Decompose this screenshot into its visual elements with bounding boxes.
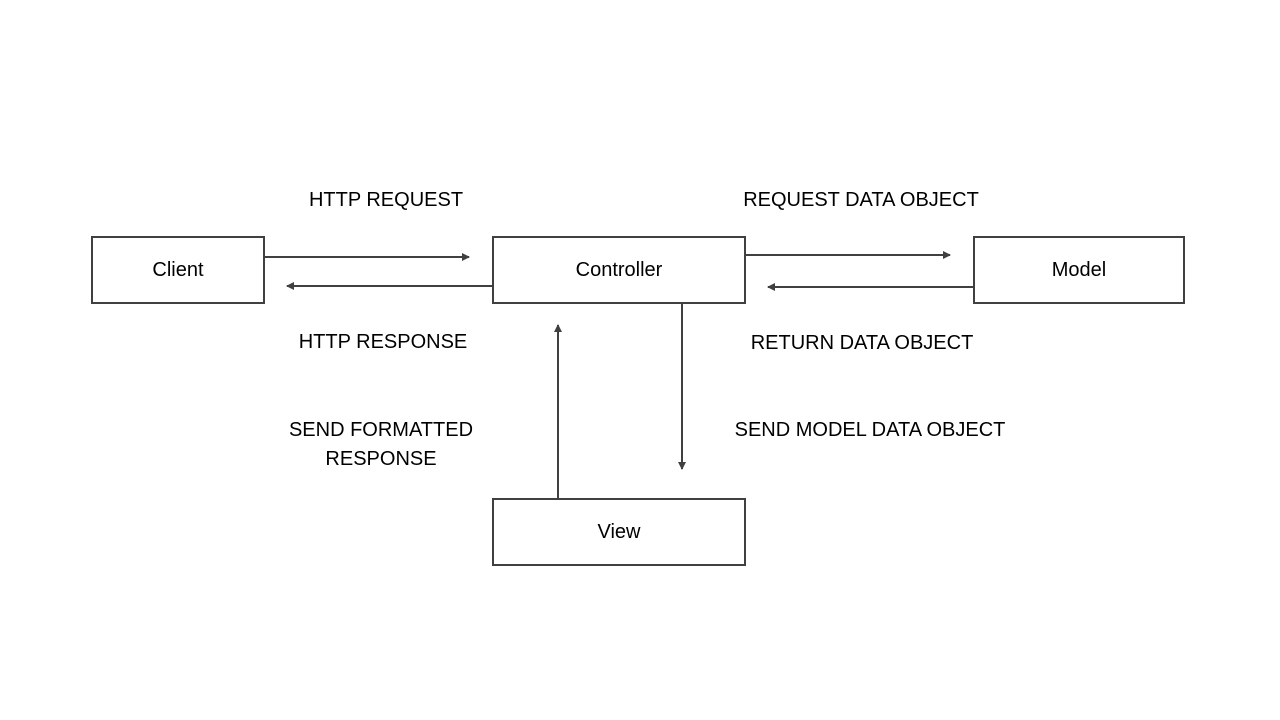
client-box: Client: [91, 236, 265, 304]
view-label: View: [597, 520, 641, 543]
controller-box: Controller: [492, 236, 746, 304]
request-data-object-label: REQUEST DATA OBJECT: [743, 189, 979, 211]
send-model-data-object-label: SEND MODEL DATA OBJECT: [734, 419, 1006, 441]
model-box: Model: [973, 236, 1185, 304]
return-data-object-label: RETURN DATA OBJECT: [750, 332, 974, 354]
client-label: Client: [152, 258, 204, 281]
model-label: Model: [1051, 258, 1107, 281]
http-response-label: HTTP RESPONSE: [298, 331, 468, 353]
view-box: View: [492, 498, 746, 566]
controller-label: Controller: [575, 258, 663, 281]
http-request-label: HTTP REQUEST: [308, 189, 464, 211]
send-formatted-response-label: SEND FORMATTED RESPONSE: [288, 419, 474, 470]
